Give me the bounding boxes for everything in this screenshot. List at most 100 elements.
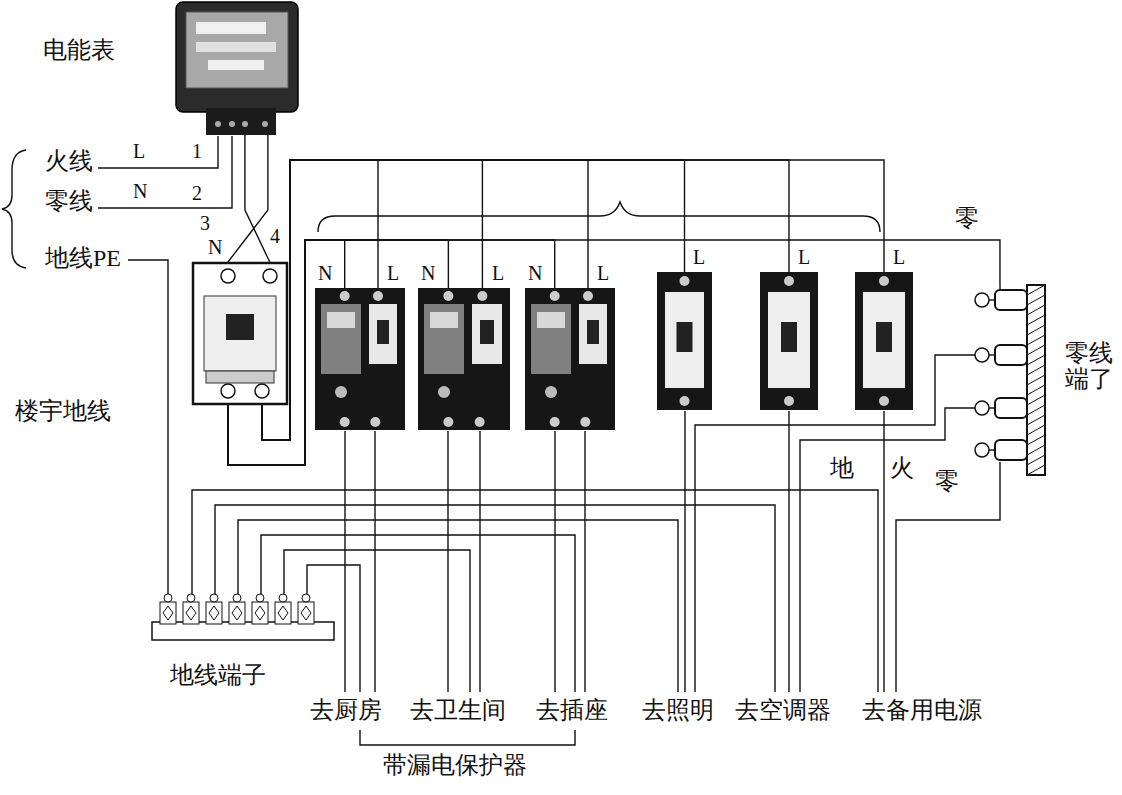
output-wire (374, 431, 375, 692)
rcd-symbol (315, 288, 405, 430)
neutral-terminal (995, 398, 1027, 418)
rcd-terminal (477, 291, 487, 301)
wire-label: 地 (830, 455, 854, 481)
wire-label: 地线PE (45, 245, 121, 271)
meter-case (176, 2, 298, 112)
main-component: N (192, 262, 288, 405)
wire-connector (262, 160, 684, 440)
mcb-terminal (879, 276, 889, 286)
terminal-number: 2 (192, 182, 202, 204)
mcb-component: L (657, 272, 712, 410)
ground-component: 地线端子 (152, 590, 334, 642)
rcd-terminal (550, 417, 560, 427)
bar-hatch (1027, 355, 1045, 365)
output-wire (479, 431, 480, 692)
meter-symbol (168, 2, 303, 135)
earth-terminal (252, 602, 268, 624)
terminal-name: N (208, 236, 222, 258)
rcd-terminal (550, 291, 560, 301)
breaker-terminal (255, 384, 269, 398)
breaker-body (193, 263, 287, 404)
terminal-bar-label: 零线 端了 (1065, 340, 1117, 393)
bar-hatch (1027, 335, 1045, 345)
mcb-symbol (855, 272, 913, 410)
destination-label: 去卫生间 (410, 697, 506, 723)
destination-label: 去厨房 (310, 697, 382, 723)
mcb-toggle (781, 322, 797, 352)
bar-hatch (1027, 325, 1045, 335)
test-button (545, 386, 557, 398)
main-symbol (192, 262, 288, 405)
rcd-body (418, 288, 510, 430)
rcd-terminal (475, 417, 485, 427)
test-button (438, 386, 450, 398)
rcd-window (327, 312, 355, 328)
terminal-screw (302, 594, 310, 602)
mcb-body (855, 272, 913, 410)
bar-hatch (1027, 395, 1045, 405)
meter-component: 电能表 (168, 2, 303, 135)
meter-terminal-block (206, 108, 276, 135)
neutral-bar (1027, 285, 1045, 475)
breaker-terminal (221, 269, 235, 283)
test-button (335, 386, 347, 398)
earth-terminal (229, 602, 245, 624)
destination-label: 去备用电源 (862, 697, 982, 723)
bar-hatch (1027, 425, 1045, 435)
destination-label: 去插座 (536, 697, 608, 723)
terminal-name: N (318, 262, 332, 284)
output-wire (344, 431, 345, 692)
meter-terminal (262, 121, 268, 127)
wire-code: L (133, 140, 145, 162)
rcd-component: NL (315, 288, 405, 430)
breaker-terminal (221, 384, 235, 398)
wire-connector (262, 160, 884, 440)
terminal-mark (209, 606, 219, 620)
mcb-symbol (657, 272, 712, 410)
terminal-mark (255, 606, 265, 620)
mcb-terminal (680, 276, 690, 286)
terminal-screw (187, 594, 195, 602)
neutral-terminal (995, 290, 1027, 310)
rcd-toggle (480, 320, 494, 344)
rcd-component: NL (525, 288, 615, 430)
rcd-window (430, 312, 458, 328)
bar-hatch (1027, 375, 1045, 385)
earth-terminal (298, 602, 314, 624)
wire-label: 零 (955, 205, 979, 231)
neutral-terminal (995, 440, 1027, 460)
terminal-mark (163, 606, 173, 620)
breaker-toggle (226, 314, 254, 340)
earth-input-wire (128, 260, 168, 600)
rcd-terminal (370, 417, 380, 427)
earth-output-wire (261, 535, 575, 692)
rcd-symbol (418, 288, 510, 430)
earth-output-wire (215, 505, 775, 692)
terminal-screw (975, 293, 989, 307)
meter-plate (196, 42, 276, 52)
earth-terminal (206, 602, 222, 624)
terminal-name: L (893, 246, 905, 268)
rcd-breaker (579, 304, 607, 364)
rcd-module (321, 304, 361, 374)
terminal-number: 4 (270, 225, 280, 247)
wire-code: N (133, 180, 147, 202)
bar-hatch (1027, 295, 1045, 305)
mcb-component: L (855, 272, 913, 410)
terminal-number: 1 (192, 140, 202, 162)
terminal-number: 3 (200, 212, 210, 234)
output-wire (788, 411, 789, 692)
terminal-name: N (528, 262, 542, 284)
rcd-terminal (580, 417, 590, 427)
meter-terminal (229, 121, 235, 127)
earth-output-wire (238, 520, 678, 692)
bar-hatch (1027, 315, 1045, 325)
bar-hatch (1027, 385, 1045, 395)
bar-hatch (1027, 285, 1045, 295)
breaker-plate (206, 371, 274, 383)
terminal-mark (186, 606, 196, 620)
terminal-bar-label: 地线端子 (170, 662, 266, 688)
earth-terminal (183, 602, 199, 624)
meter-counter (208, 60, 264, 70)
